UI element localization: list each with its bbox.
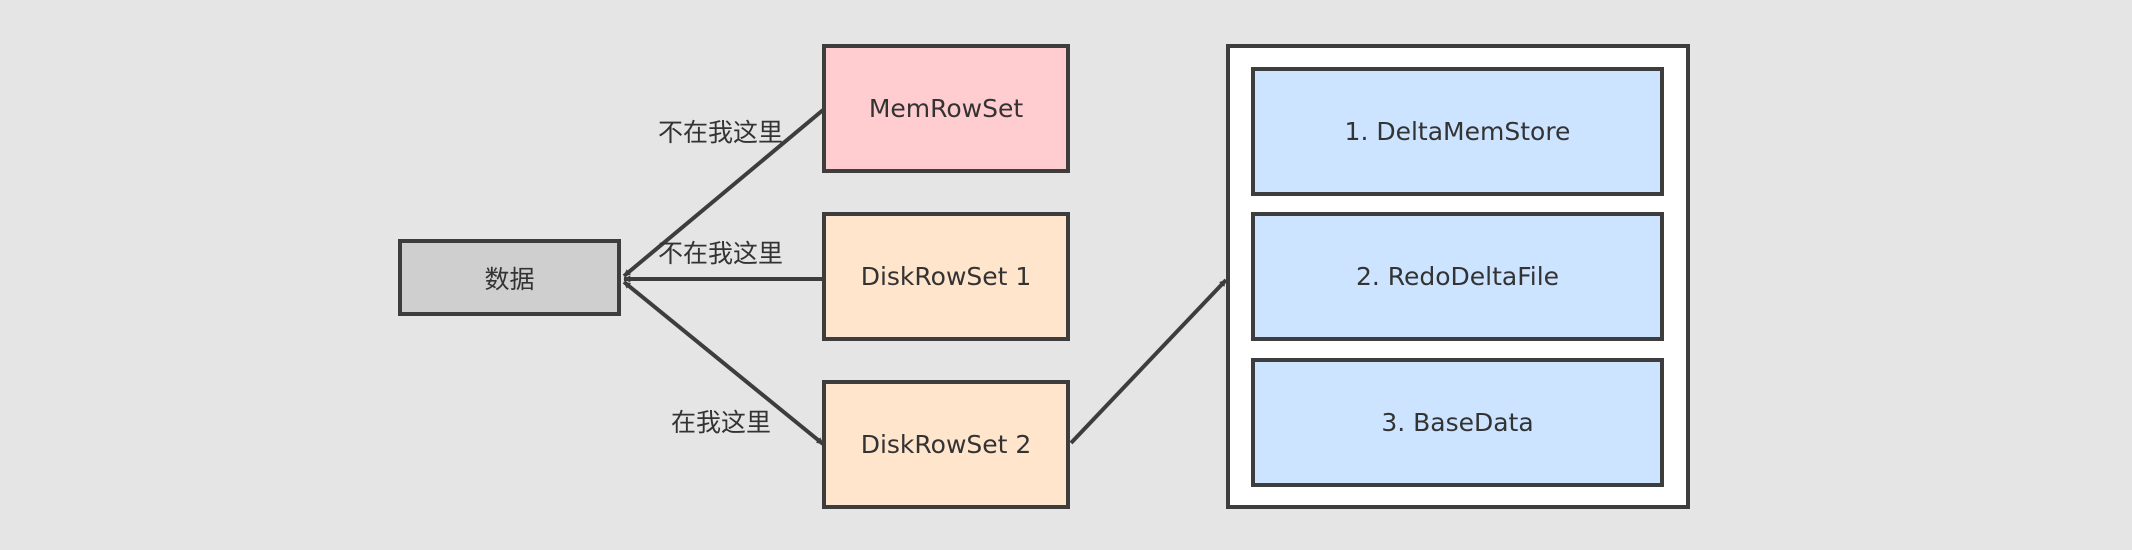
node-base-data[interactable]: 3. BaseData — [1251, 358, 1664, 487]
node-redo-delta-file-label: 2. RedoDeltaFile — [1355, 262, 1560, 291]
node-data[interactable]: 数据 — [398, 239, 621, 316]
edge-memrowset-to-data — [622, 108, 825, 278]
edge-label-memrowset: 不在我这里 — [658, 118, 784, 147]
node-delta-mem-store-label: 1. DeltaMemStore — [1344, 117, 1571, 146]
edge-diskrowset2-data-bidirectional — [622, 280, 825, 446]
node-diskrowset-2[interactable]: DiskRowSet 2 — [822, 380, 1070, 509]
edge-label-diskrowset-1: 不在我这里 — [658, 239, 784, 268]
node-diskrowset-2-label: DiskRowSet 2 — [860, 430, 1032, 459]
node-diskrowset-1-label: DiskRowSet 1 — [860, 262, 1032, 291]
node-base-data-label: 3. BaseData — [1381, 408, 1534, 437]
node-redo-delta-file[interactable]: 2. RedoDeltaFile — [1251, 212, 1664, 341]
node-memrowset-label: MemRowSet — [868, 94, 1024, 123]
node-data-label: 数据 — [484, 264, 535, 294]
edge-label-diskrowset-2: 在我这里 — [671, 408, 772, 437]
node-delta-mem-store[interactable]: 1. DeltaMemStore — [1251, 67, 1664, 196]
edge-diskrowset2-to-container — [1069, 278, 1228, 445]
node-memrowset[interactable]: MemRowSet — [822, 44, 1070, 173]
node-diskrowset-1[interactable]: DiskRowSet 1 — [822, 212, 1070, 341]
